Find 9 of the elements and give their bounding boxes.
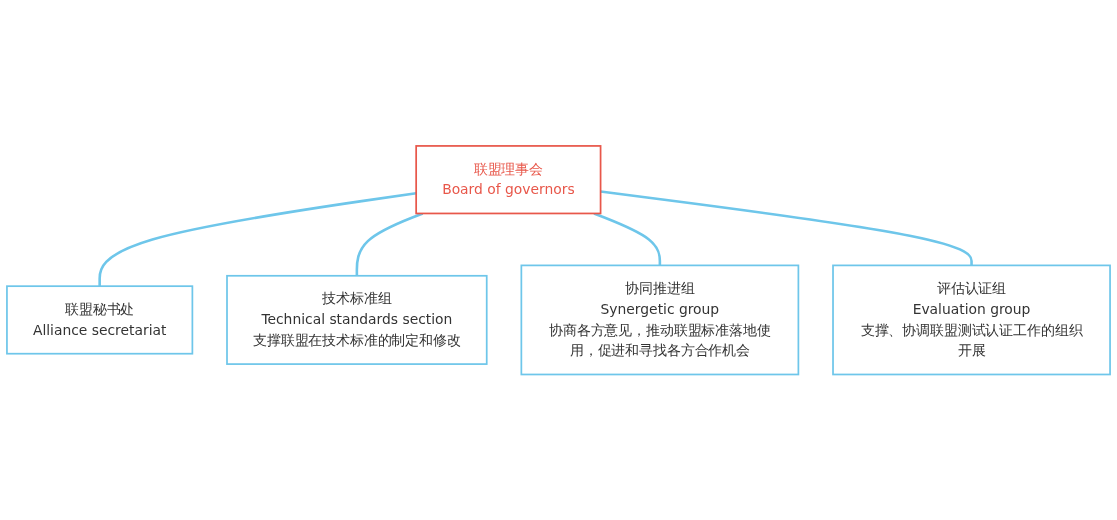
connector [98, 191, 417, 286]
node-box: 技术标准组 Technical standards section 支撑联盟在技术标准的制定和修改 [226, 274, 488, 365]
connector [355, 212, 424, 276]
node-box: 联盟理事会 Board of governors [415, 144, 602, 215]
connector [600, 190, 973, 266]
node-box: 评估认证组 Evaluation group 支撑、协调联盟测试认证工作的组织开展 [832, 264, 1111, 376]
connector [593, 212, 662, 266]
node-box: 协同推进组 Synergetic group 协商各方意见，推动联盟标准落地使用，促进和寻找各方合作机会 [520, 264, 800, 376]
node-box: 联盟秘书处 Alliance secretariat [6, 285, 194, 355]
